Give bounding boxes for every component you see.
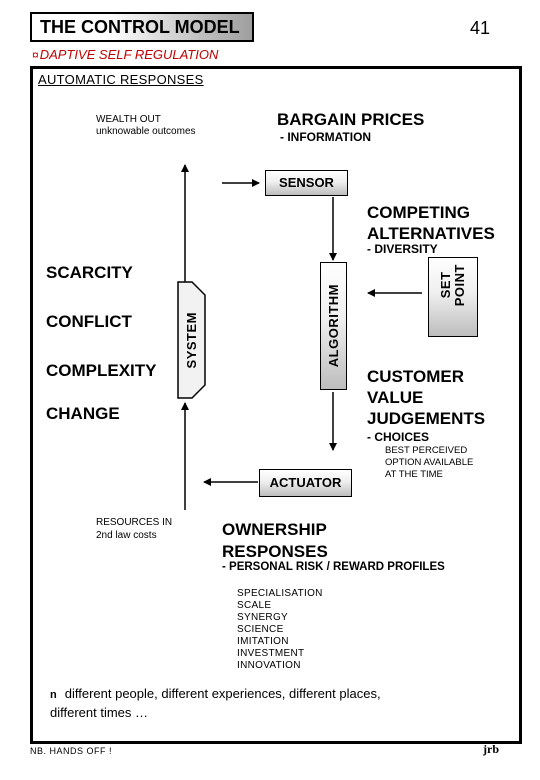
risk-profiles-label: - PERSONAL RISK / REWARD PROFILES <box>222 561 445 573</box>
conflict-label: CONFLICT <box>46 312 132 331</box>
algorithm-box: ALGORITHM <box>320 262 347 390</box>
ownership-label: OWNERSHIP <box>222 520 327 539</box>
footer-note: NB. HANDS OFF ! <box>30 746 113 756</box>
set-point-line1: SET <box>438 271 453 299</box>
closing-bullet: n different people, different experiences… <box>50 685 381 721</box>
list-item: INVESTMENT <box>237 648 305 659</box>
slide-title-text: THE CONTROL MODEL <box>40 17 240 37</box>
ownership-list: SPECIALISATION SCALE SYNERGY SCIENCE IMI… <box>237 588 323 672</box>
scarcity-label: SCARCITY <box>46 263 133 282</box>
responses-label: RESPONSES <box>222 542 328 561</box>
slide-title: THE CONTROL MODEL <box>30 12 254 42</box>
best-perceived-label: BEST PERCEIVED <box>385 445 468 456</box>
list-item: IMITATION <box>237 636 289 647</box>
sensor-box: SENSOR <box>265 170 348 196</box>
actuator-box: ACTUATOR <box>259 469 352 497</box>
complexity-label: COMPLEXITY <box>46 361 157 380</box>
algorithm-text: ALGORITHM <box>326 284 341 368</box>
list-item: INNOVATION <box>237 660 301 671</box>
page-number: 41 <box>470 18 491 38</box>
alternatives-label: ALTERNATIVES <box>367 224 495 243</box>
subtitle: ¤DAPTIVE SELF REGULATION <box>32 47 218 62</box>
author-initials: jrb <box>483 742 499 756</box>
closing-text-line2: different times … <box>50 705 149 720</box>
change-label: CHANGE <box>46 404 120 423</box>
subtitle-text: DAPTIVE SELF REGULATION <box>39 47 219 62</box>
list-item: SCIENCE <box>237 624 284 635</box>
option-available-label: OPTION AVAILABLE <box>385 457 474 468</box>
system-text: SYSTEM <box>184 311 199 369</box>
set-point-line2: POINT <box>452 264 467 307</box>
set-point-box: SET POINT <box>428 257 478 337</box>
resources-label: RESOURCES IN <box>96 517 173 528</box>
list-item: SPECIALISATION <box>237 588 323 599</box>
system-box: SYSTEM <box>178 282 205 398</box>
unknowable-label: unknowable outcomes <box>96 126 196 137</box>
customer-label: CUSTOMER <box>367 367 464 386</box>
bullet-icon: ¤ <box>32 48 39 62</box>
choices-label: - CHOICES <box>367 430 430 444</box>
value-label: VALUE <box>367 388 424 407</box>
at-the-time-label: AT THE TIME <box>385 469 443 480</box>
information-label: - INFORMATION <box>280 130 372 144</box>
square-bullet-icon: n <box>50 689 57 701</box>
second-law-label: 2nd law costs <box>96 530 157 541</box>
bargain-prices-label: BARGAIN PRICES <box>277 110 425 129</box>
competing-label: COMPETING <box>367 203 470 222</box>
list-item: SYNERGY <box>237 612 289 623</box>
list-item: SCALE <box>237 600 272 611</box>
closing-text-line1: different people, different experiences,… <box>64 686 381 701</box>
wealth-out-label: WEALTH OUT <box>96 114 161 125</box>
diversity-label: - DIVERSITY <box>367 242 438 256</box>
system-shape <box>177 281 206 399</box>
diagram-frame <box>30 66 522 744</box>
set-point-text: SET POINT <box>438 264 467 307</box>
judgements-label: JUDGEMENTS <box>367 409 486 428</box>
section-title: AUTOMATIC RESPONSES <box>38 72 204 87</box>
